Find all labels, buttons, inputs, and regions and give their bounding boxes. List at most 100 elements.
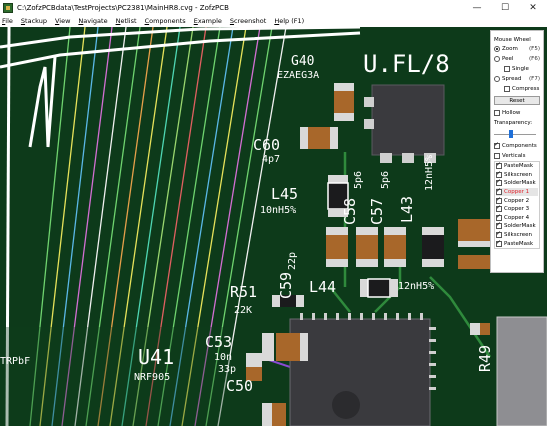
layer-item[interactable]: SolderMask <box>496 221 538 231</box>
label-u-fl: U.FL/8 <box>363 50 450 78</box>
layer-checkbox[interactable] <box>496 187 502 196</box>
layer-checkbox[interactable] <box>496 196 502 204</box>
layer-item[interactable]: Copper 2 <box>496 196 538 205</box>
close-button[interactable]: ✕ <box>529 2 537 13</box>
label-l45-value: 10nH5% <box>260 205 296 216</box>
components-checkbox[interactable] <box>494 141 500 149</box>
label-l44: L44 <box>309 278 336 296</box>
cap-c50[interactable] <box>246 353 262 381</box>
label-trpbf: TRPbF <box>0 356 30 367</box>
body-r49 <box>480 323 490 335</box>
single-option[interactable]: Single <box>494 64 540 74</box>
cap-right[interactable] <box>458 219 490 269</box>
label-c53-value: 10n <box>214 352 232 363</box>
resistor-r51[interactable] <box>272 295 304 307</box>
layer-item[interactable]: PasteMask <box>496 239 538 248</box>
label-c53-value2: 33p <box>218 364 236 375</box>
transparency-label: Transparency: <box>494 120 533 126</box>
control-panel: Mouse Wheel Zoom (F5) Peel (F6) Single S… <box>490 30 544 273</box>
chip-u41[interactable] <box>289 313 436 426</box>
components-option[interactable]: Components <box>494 141 540 151</box>
label-c60: C60 <box>253 136 280 154</box>
board-shade <box>0 327 230 426</box>
layer-item-selected[interactable]: Copper 1 <box>496 187 538 197</box>
menu-example[interactable]: Example <box>193 17 222 25</box>
inductor-l43[interactable] <box>422 227 444 267</box>
silkscreen-outline <box>0 27 361 426</box>
label-c57-value: 5p6 <box>380 171 391 189</box>
compress-option[interactable]: Compress <box>494 84 540 94</box>
layer-checkbox[interactable] <box>496 161 502 170</box>
label-c59: C59 <box>277 272 295 299</box>
menu-netlist[interactable]: Netlist <box>115 17 137 25</box>
reset-button[interactable]: Reset <box>494 96 540 105</box>
layer-item[interactable]: SolderMask <box>496 178 538 188</box>
label-c53: C53 <box>205 333 232 351</box>
zoom-option[interactable]: Zoom (F5) <box>494 44 540 54</box>
label-u41: U41 <box>138 345 174 369</box>
layer-checkbox[interactable] <box>496 239 502 247</box>
label-l44-value: 12nH5% <box>398 281 434 292</box>
layer-checkbox[interactable] <box>496 178 502 187</box>
chip-g40[interactable] <box>364 84 445 163</box>
slider-thumb[interactable] <box>509 130 513 138</box>
app-icon <box>3 2 13 13</box>
label-r51: R51 <box>230 283 257 301</box>
label-c50: C50 <box>226 377 253 395</box>
cap-c60[interactable] <box>300 127 338 149</box>
label-ezaeg: EZAEG3A <box>277 70 319 81</box>
layer-item[interactable]: PasteMask <box>496 161 538 171</box>
cap-c57[interactable] <box>384 227 406 267</box>
chip-right[interactable] <box>496 316 547 426</box>
label-c58-value: 5p6 <box>353 171 364 189</box>
minimize-button[interactable]: — <box>472 2 482 13</box>
menu-view[interactable]: View <box>54 17 71 25</box>
layer-item[interactable]: Copper 4 <box>496 213 538 223</box>
menu-stackup[interactable]: Stackup <box>20 17 47 25</box>
layer-checkbox[interactable] <box>496 170 502 178</box>
single-checkbox[interactable] <box>504 66 510 72</box>
spread-radio[interactable] <box>494 76 500 82</box>
layer-item[interactable]: Silkscreen <box>496 170 538 180</box>
layer-checkbox[interactable] <box>496 230 502 239</box>
transparency-slider[interactable] <box>494 129 540 139</box>
layer-checkbox[interactable] <box>496 204 502 213</box>
compress-checkbox[interactable] <box>504 86 510 92</box>
cap-c53[interactable] <box>262 333 308 361</box>
label-c57: C57 <box>368 198 386 225</box>
menu-help[interactable]: Help (F1) <box>274 17 305 25</box>
cap-bottom[interactable] <box>262 403 286 426</box>
pcb-viewport[interactable]: U.FL/8 G40 EZAEG3A C60 4p7 L45 10nH5% C5… <box>0 27 547 426</box>
inductor-l44[interactable] <box>360 278 398 298</box>
menu-file[interactable]: File <box>2 17 13 25</box>
cap-c59[interactable] <box>326 227 348 267</box>
hollow-option[interactable]: Hollow <box>494 108 540 118</box>
peel-radio[interactable] <box>494 56 500 62</box>
menu-screenshot[interactable]: Screenshot <box>229 17 267 25</box>
label-l43-value: 12nH5% <box>424 155 435 191</box>
window-title: C:\ZofzPCBdata\TestProjects\PC2381\MainH… <box>17 3 229 12</box>
label-l43: L43 <box>398 196 416 223</box>
verticals-checkbox[interactable] <box>494 153 500 159</box>
cap-g40[interactable] <box>334 83 354 121</box>
inductor-l45[interactable] <box>327 175 349 217</box>
cap-c58[interactable] <box>356 227 378 267</box>
layer-item[interactable]: Silkscreen <box>496 230 538 240</box>
layer-checkbox[interactable] <box>496 221 502 230</box>
maximize-button[interactable]: ☐ <box>500 2 510 13</box>
pcb-render[interactable]: U.FL/8 G40 EZAEG3A C60 4p7 L45 10nH5% C5… <box>0 27 547 426</box>
label-r49: R49 <box>476 345 494 372</box>
label-r51-value: 22K <box>234 305 252 316</box>
layer-item[interactable]: Copper 3 <box>496 204 538 214</box>
zoom-radio[interactable] <box>494 46 500 52</box>
menu-components[interactable]: Components <box>144 17 186 25</box>
layer-checkbox[interactable] <box>496 213 502 221</box>
menu-navigate[interactable]: Navigate <box>78 17 108 25</box>
hollow-checkbox[interactable] <box>494 110 500 116</box>
label-u41-value: NRF905 <box>134 372 170 383</box>
label-c58: C58 <box>341 198 359 225</box>
peel-option[interactable]: Peel (F6) <box>494 54 540 64</box>
verticals-option[interactable]: Verticals <box>494 151 540 161</box>
pad-r49 <box>470 323 480 335</box>
spread-option[interactable]: Spread (F7) <box>494 74 540 84</box>
